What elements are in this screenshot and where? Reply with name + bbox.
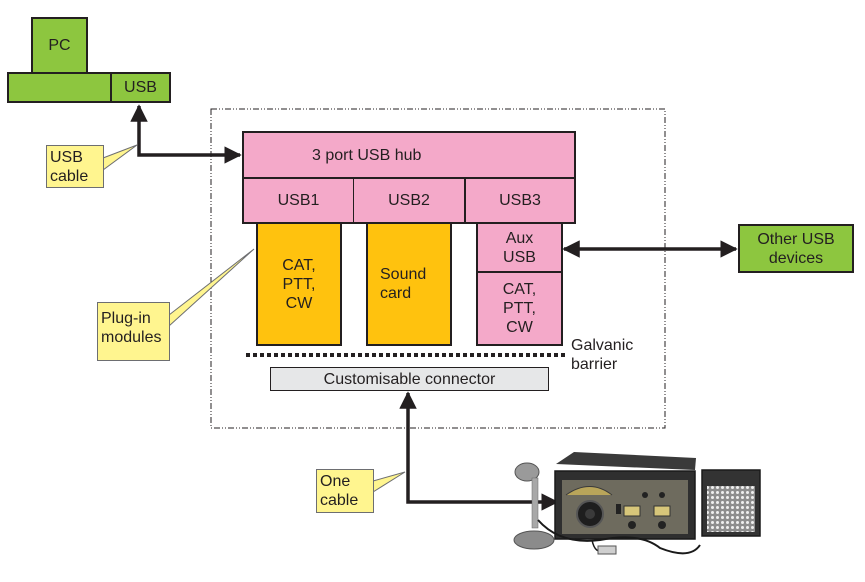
- callout-line: USB: [50, 149, 83, 166]
- callout-line: Plug-in: [101, 310, 151, 327]
- pc-box: PC: [31, 17, 88, 74]
- pc-usb-label: USB: [124, 79, 157, 96]
- radio-body-icon: [554, 452, 696, 540]
- module-aux-usb: Aux USB: [476, 222, 563, 273]
- galvanic-barrier-label: Galvanic barrier: [571, 336, 633, 374]
- hub-title: 3 port USB hub: [312, 146, 422, 164]
- plugin-modules-callout: Plug-in modules: [97, 302, 170, 361]
- callout-line: One: [320, 473, 351, 490]
- module-line: PTT,: [503, 300, 536, 317]
- module-cat-ptt-cw: CAT, PTT, CW: [256, 222, 342, 346]
- customisable-connector: Customisable connector: [270, 367, 549, 391]
- module-line: USB: [503, 248, 536, 266]
- module-line: CW: [506, 319, 533, 336]
- port-label: USB1: [277, 192, 320, 209]
- callout-line: modules: [101, 329, 162, 346]
- usb-cable-line: [130, 104, 242, 164]
- module-line: PTT,: [282, 275, 316, 293]
- speaker-icon: [701, 469, 761, 537]
- pc-base: [7, 72, 112, 103]
- device-line: Other USB: [757, 230, 835, 248]
- one-cable-line: [399, 391, 559, 511]
- pc-usb-port: USB: [110, 72, 171, 103]
- module-line: Aux: [505, 229, 534, 247]
- callout-line: cable: [50, 168, 89, 185]
- barrier-line: barrier: [571, 356, 618, 373]
- one-cable-callout: One cable: [316, 469, 374, 513]
- device-line: devices: [768, 249, 824, 267]
- callout-line: cable: [320, 492, 359, 509]
- connector-label: Customisable connector: [323, 370, 496, 388]
- usb-cable-callout: USB cable: [46, 145, 104, 188]
- module-line: card: [380, 285, 412, 302]
- module-line: Sound: [380, 266, 427, 283]
- microphone-icon: [513, 462, 555, 550]
- module-line: CAT,: [502, 281, 537, 298]
- port-label: USB2: [388, 192, 430, 209]
- module-sound-card: Sound card: [366, 222, 452, 346]
- port-label: USB3: [499, 192, 541, 209]
- key-icon: [597, 545, 617, 555]
- module-line: CW: [285, 294, 313, 312]
- module-line: CAT,: [282, 256, 316, 274]
- module-cat-ptt-cw-aux: CAT, PTT, CW: [476, 271, 563, 346]
- barrier-line: Galvanic: [571, 337, 634, 354]
- pc-label: PC: [48, 37, 71, 54]
- other-usb-devices: Other USB devices: [738, 224, 854, 273]
